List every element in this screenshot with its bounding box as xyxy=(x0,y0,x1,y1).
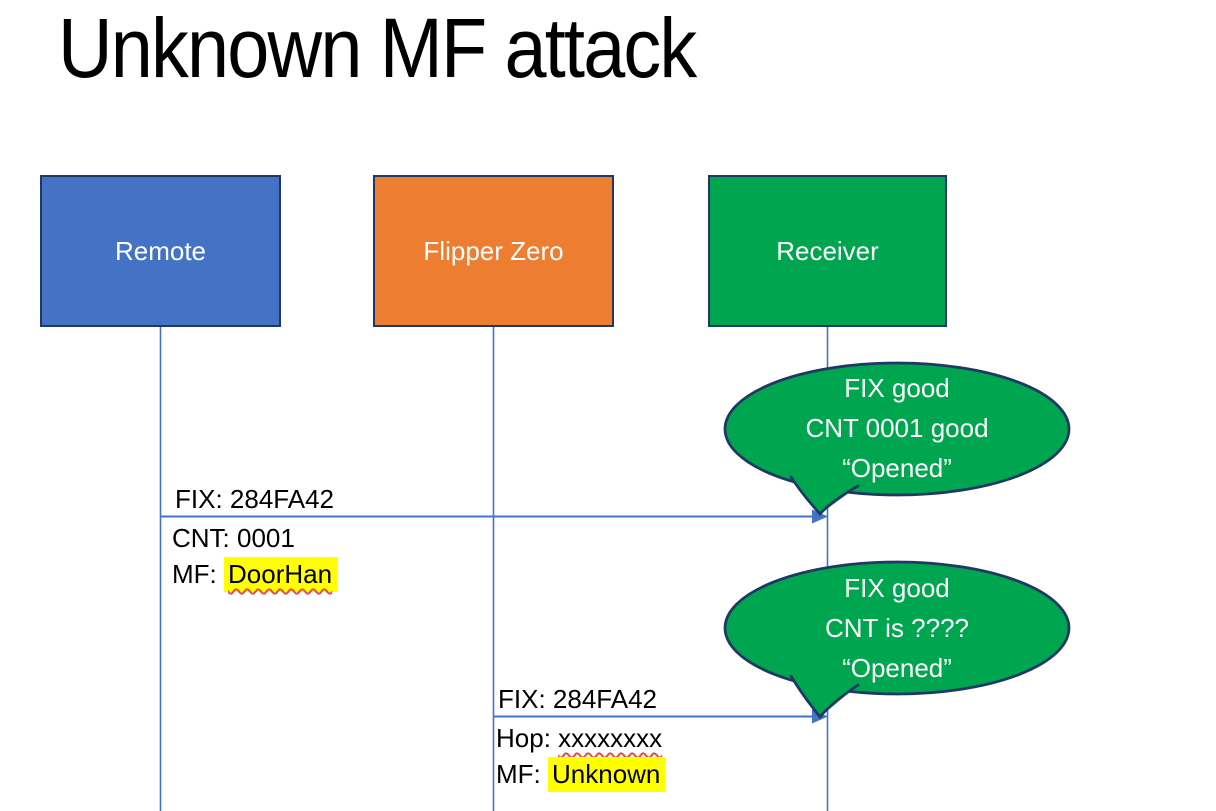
message2-hop-value-squiggle: xxxxxxxx xyxy=(558,723,663,753)
message1-mf-line: MF: DoorHan xyxy=(172,556,338,592)
message2-mf-line: MF: Unknown xyxy=(496,756,666,792)
callout1-line: FIX good xyxy=(844,373,950,403)
callout1-line: CNT 0001 good xyxy=(805,413,989,443)
actor-box-receiver: Receiver xyxy=(708,175,947,327)
page-title: Unknown MF attack xyxy=(58,1,697,95)
actor-box-flipper-zero: Flipper Zero xyxy=(373,175,614,327)
message2-hop-prefix: Hop: xyxy=(496,723,559,753)
message1-mf-prefix: MF: xyxy=(172,559,224,589)
message1-label-below: CNT: 0001 MF: DoorHan xyxy=(172,520,338,592)
message1-cnt-line: CNT: 0001 xyxy=(172,523,295,553)
actor-remote-label: Remote xyxy=(114,235,207,266)
message1-mf-value-highlighted: DoorHan xyxy=(224,557,338,592)
callout2-text: FIX good CNT is ???? “Opened” xyxy=(725,568,1069,688)
callout1-text: FIX good CNT 0001 good “Opened” xyxy=(725,368,1069,488)
message2-label-above: FIX: 284FA42 xyxy=(498,684,657,714)
callout2-line: FIX good xyxy=(844,573,950,603)
callout2-line: “Opened” xyxy=(842,653,952,683)
callout2-bubble xyxy=(723,560,1071,720)
message1-label-above: FIX: 284FA42 xyxy=(175,484,334,514)
message2-mf-value-highlighted: Unknown xyxy=(548,757,666,792)
message2-hop-line: Hop: xxxxxxxx xyxy=(496,720,665,756)
callout1-bubble xyxy=(723,361,1071,517)
message2-mf-prefix: MF: xyxy=(496,759,548,789)
callout2-line: CNT is ???? xyxy=(824,613,970,643)
actor-flipper-zero-label: Flipper Zero xyxy=(423,235,564,266)
callout1-line: “Opened” xyxy=(842,453,952,483)
actor-box-remote: Remote xyxy=(40,175,281,327)
message1-arrowhead-icon xyxy=(812,509,828,524)
actor-receiver-label: Receiver xyxy=(776,235,879,266)
message2-label-below: Hop: xxxxxxxx MF: Unknown xyxy=(496,720,666,792)
